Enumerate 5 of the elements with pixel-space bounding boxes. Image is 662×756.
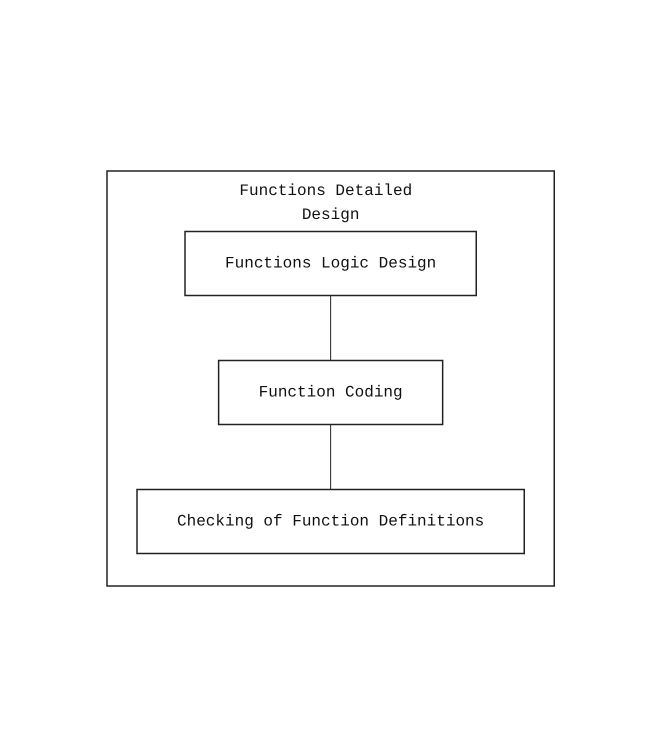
node-box: Function Coding — [218, 359, 444, 425]
connector — [330, 424, 332, 490]
connector — [330, 294, 332, 360]
node-box: Functions Logic Design — [184, 230, 478, 296]
node-box: Checking of Function Definitions — [136, 488, 526, 554]
